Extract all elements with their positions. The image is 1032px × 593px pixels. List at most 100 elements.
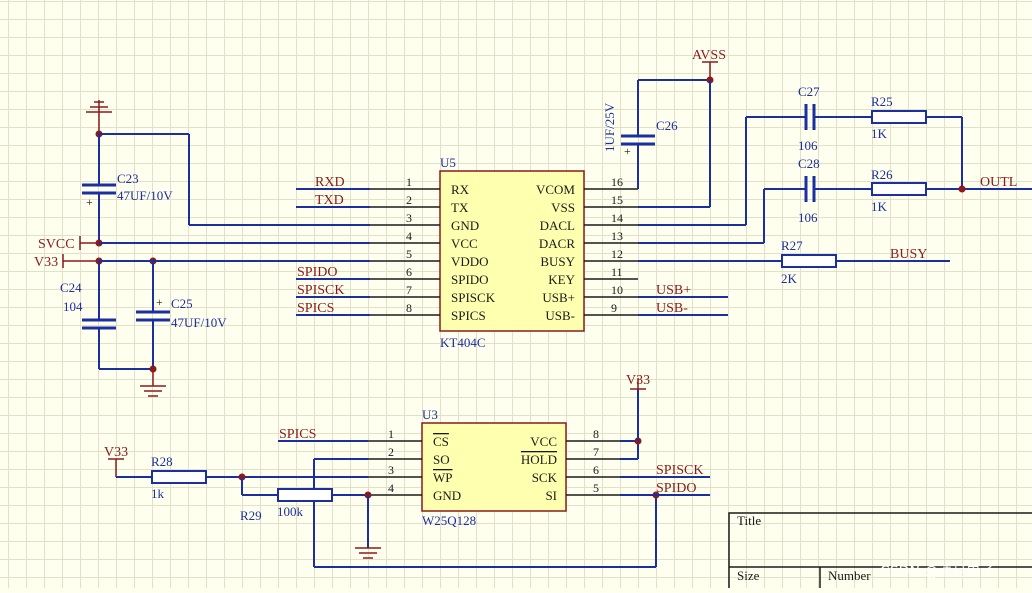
- u5-pin-num: 1: [406, 175, 412, 189]
- busy-usb-network: R27 2K BUSY USB+ USB-: [638, 238, 950, 316]
- u3-chip[interactable]: U3 W25Q128: [421, 407, 567, 528]
- u5-pin-name: VDDO: [451, 254, 489, 269]
- u3-pin-name: SO: [433, 452, 450, 467]
- net-label-u3-spisck: SPISCK: [656, 463, 703, 478]
- r25-value: 1K: [871, 126, 888, 141]
- u3-pin-num: 8: [593, 427, 599, 441]
- r27-value: 2K: [781, 271, 798, 286]
- u5-pin-num: 5: [406, 247, 412, 261]
- u5-pin-num: 15: [611, 193, 623, 207]
- title-block-title: Title: [737, 513, 761, 528]
- u5-pin-num: 3: [406, 211, 412, 225]
- r25-ref: R25: [871, 94, 893, 109]
- net-label-usb-minus: USB-: [656, 301, 688, 316]
- u5-pin-num: 8: [406, 301, 412, 315]
- u3-pin-num: 6: [593, 463, 599, 477]
- u3-pin-num: 5: [593, 481, 599, 495]
- u3-pin-name: GND: [433, 488, 461, 503]
- u5-chip[interactable]: U5 KT404C: [439, 155, 585, 350]
- u3-part: W25Q128: [422, 513, 476, 528]
- u5-pin-name: VSS: [551, 200, 575, 215]
- u3-pin-num: 4: [388, 481, 394, 495]
- u5-pin-name: SPIDO: [451, 272, 489, 287]
- u5-pin-num: 16: [611, 175, 623, 189]
- c23-ref: C23: [117, 171, 139, 186]
- u5-pin-name: RX: [451, 182, 470, 197]
- net-label-rxd: RXD: [315, 175, 345, 190]
- svg-text:+: +: [86, 195, 93, 209]
- net-label-u3-spics: SPICS: [279, 427, 316, 442]
- net-label-svcc: SVCC: [38, 237, 75, 252]
- ground-symbol-top: [86, 100, 112, 134]
- u3-pin-num: 3: [388, 463, 394, 477]
- u5-pin-name: SPICS: [451, 308, 486, 323]
- u3-pin-name: CS: [433, 434, 449, 449]
- net-label-spisck: SPISCK: [297, 283, 344, 298]
- u3-pin-name: VCC: [530, 434, 557, 449]
- u5-pin-name: VCOM: [536, 182, 575, 197]
- u5-pin-num: 12: [611, 247, 623, 261]
- c26-value: 1UF/25V: [602, 102, 617, 152]
- right-upper-network: + AVSS C26 1UF/25V: [602, 48, 726, 208]
- u5-pin-name: KEY: [548, 272, 575, 287]
- u5-pin-num: 10: [611, 283, 623, 297]
- c25-ref: C25: [171, 296, 193, 311]
- r29-value: 100k: [277, 504, 304, 519]
- u3-pin-stubs: [368, 440, 620, 496]
- u5-pin-name: USB+: [542, 290, 575, 305]
- u5-pin-num: 11: [611, 265, 623, 279]
- r26-value: 1K: [871, 199, 888, 214]
- title-block-number: Number: [828, 568, 871, 583]
- u3-ref: U3: [422, 407, 438, 422]
- net-label-busy: BUSY: [890, 247, 927, 262]
- u5-pin-num: 6: [406, 265, 412, 279]
- u5-pin-name: TX: [451, 200, 469, 215]
- u3-network: SPICS SPIDO SPISCK V33 V33: [104, 373, 710, 568]
- u5-pin-num: 2: [406, 193, 412, 207]
- net-label-v33-top: V33: [626, 373, 650, 388]
- c27-ref: C27: [798, 84, 820, 99]
- net-label-u3-spido: SPIDO: [656, 481, 696, 496]
- r26-ref: R26: [871, 167, 893, 182]
- net-label-spics: SPICS: [297, 301, 334, 316]
- u5-pin-num: 13: [611, 229, 623, 243]
- c23-value: 47UF/10V: [117, 188, 173, 203]
- c28-value: 106: [798, 210, 818, 225]
- watermark: CSDN @清月电子: [880, 564, 994, 580]
- u5-pin-num: 9: [611, 301, 617, 315]
- u3-pin-name: SCK: [532, 470, 558, 485]
- u3-pins: 1 2 3 4 CS SO WP GND 8 7 6 5 VCC HOLD SC…: [388, 427, 599, 503]
- u5-ref: U5: [440, 155, 456, 170]
- r28-value: 1k: [151, 486, 165, 501]
- r27-ref: R27: [781, 238, 803, 253]
- c28-ref: C28: [798, 156, 820, 171]
- net-label-v33: V33: [34, 255, 58, 270]
- c24-value: 104: [63, 299, 83, 314]
- u5-left-nets: RXD TXD SPIDO SPISCK SPICS: [296, 175, 370, 316]
- svg-text:+: +: [624, 144, 631, 158]
- u5-right-pins: 16 15 14 13 12 11 10 9 VCOM VSS DACL DAC…: [536, 175, 623, 323]
- u5-pin-name: USB-: [545, 308, 575, 323]
- u3-pin-name: HOLD: [521, 452, 557, 467]
- c27-value: 106: [798, 138, 818, 153]
- u5-body: [439, 170, 585, 332]
- u3-pin-num: 1: [388, 427, 394, 441]
- u3-pin-num: 7: [593, 445, 599, 459]
- u5-pin-num: 14: [611, 211, 623, 225]
- u5-pin-name: DACR: [539, 236, 575, 251]
- c25-value: 47UF/10V: [171, 315, 227, 330]
- net-label-outl: OUTL: [980, 175, 1017, 190]
- u5-left-pin-stubs: [370, 188, 440, 316]
- u3-body: [421, 422, 567, 512]
- c24-ref: C24: [60, 280, 82, 295]
- u3-pin-name: SI: [545, 488, 557, 503]
- u5-left-pins: 1 2 3 4 5 6 7 8 RX TX GND VCC VDDO SPIDO…: [406, 175, 496, 323]
- ground-symbol-u3: [355, 547, 381, 559]
- title-block-size: Size: [737, 568, 760, 583]
- u5-pin-num: 4: [406, 229, 412, 243]
- u3-pin-num: 2: [388, 445, 394, 459]
- net-label-v33-left: V33: [104, 445, 128, 460]
- net-label-avss: AVSS: [692, 48, 726, 63]
